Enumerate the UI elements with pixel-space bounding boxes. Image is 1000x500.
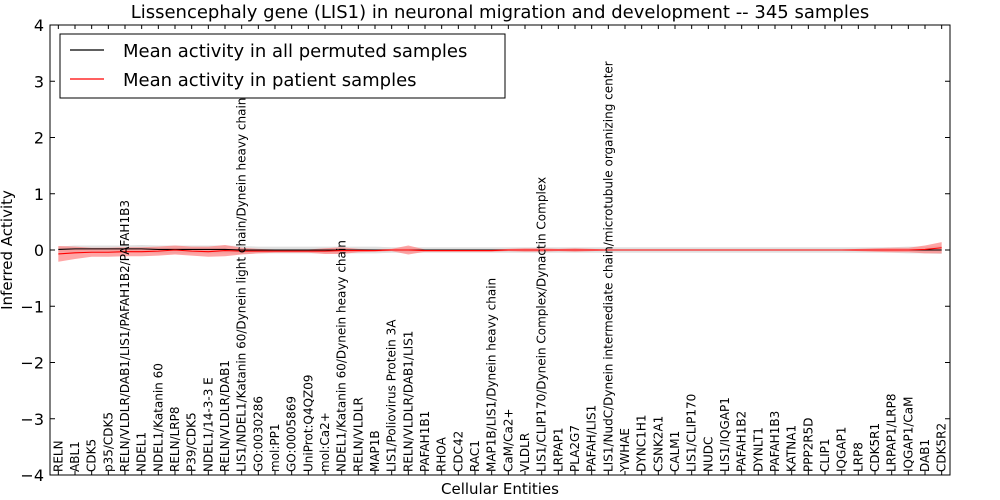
x-tick-label: CSNK2A1 <box>651 416 665 472</box>
x-tick-label: NDEL1/14-3-3 E <box>201 377 215 472</box>
x-tick-label: PAFAH1B2 <box>735 411 749 472</box>
y-tick-label: 2 <box>34 129 44 148</box>
y-tick-label: 1 <box>34 185 44 204</box>
x-tick-label: RELN/VLDLR <box>351 397 365 472</box>
legend-label-patient: Mean activity in patient samples <box>123 70 417 91</box>
series-line-1 <box>58 247 942 255</box>
x-tick-label: PAFAH1B3 <box>768 411 782 472</box>
x-tick-label: PPP2R5D <box>801 417 815 472</box>
x-tick-label: CaM/Ca2+ <box>501 408 515 472</box>
chart-title: Lissencephaly gene (LIS1) in neuronal mi… <box>131 2 870 23</box>
x-tick-label: CDC42 <box>451 431 465 472</box>
x-tick-label: GO:0005869 <box>285 396 299 472</box>
x-tick-label: ABL1 <box>68 441 82 472</box>
legend-label-permuted: Mean activity in all permuted samples <box>123 41 467 62</box>
y-tick-label: −2 <box>20 354 44 373</box>
y-tick-label: 4 <box>34 16 44 35</box>
x-tick-label: LRPAP1/LRP8 <box>885 393 899 472</box>
x-tick-label: LRP8 <box>851 442 865 472</box>
confidence-bands <box>58 242 942 262</box>
x-tick-label: RHOA <box>435 436 449 472</box>
x-tick-label: YWHAE <box>618 428 632 473</box>
x-tick-label: RELN/VLDLR/DAB1/LIS1 <box>401 331 415 472</box>
x-axis-label: Cellular Entities <box>441 480 559 498</box>
x-tick-label: NDEL1/Katanin 60/Dynein heavy chain <box>335 240 349 472</box>
x-tick-label: IQGAP1 <box>835 427 849 472</box>
x-tick-label: CALM1 <box>668 431 682 472</box>
y-tick-label: −1 <box>20 297 44 316</box>
x-tick-label: p35/CDK5 <box>101 412 115 472</box>
y-tick-label: 3 <box>34 72 44 91</box>
x-tick-label: PAFAH/LIS1 <box>585 405 599 472</box>
x-tick-label: KATNA1 <box>785 425 799 472</box>
x-tick-label: LRPAP1 <box>551 427 565 472</box>
x-tick-label: DYNC1H1 <box>635 414 649 472</box>
y-tick-label: 0 <box>34 241 44 260</box>
x-tick-label: LIS1/NudC/Dynein intermediate chain/micr… <box>601 61 615 472</box>
legend: Mean activity in all permuted samples Me… <box>59 33 506 99</box>
y-tick-label: −4 <box>20 466 44 485</box>
x-tick-label: IQGAP1/CaM <box>901 397 915 473</box>
x-tick-label: LIS1/CLIP170 <box>685 394 699 472</box>
x-tick-label: CDK5 <box>85 439 99 472</box>
x-tick-label: NDEL1 <box>135 432 149 472</box>
x-tick-label: VLDLR <box>518 433 532 472</box>
x-tick-label: RELN/LRP8 <box>168 406 182 472</box>
x-tick-label: DYNLT1 <box>751 427 765 472</box>
series-band-1 <box>58 242 942 262</box>
legend-box <box>59 33 506 99</box>
x-tick-label: RELN <box>51 440 65 472</box>
y-axis-label: Inferred Activity <box>0 190 16 310</box>
x-tick-label: PLA2G7 <box>568 425 582 472</box>
x-tick-label: CDK5R1 <box>868 423 882 472</box>
x-tick-label: CDK5R2 <box>935 423 949 472</box>
x-tick-label: RELN/VLDLR/DAB1/LIS1/PAFAH1B2/PAFAH1B3 <box>118 200 132 472</box>
x-tick-label: CLIP1 <box>818 439 832 472</box>
x-tick-label: GO:0030286 <box>251 396 265 472</box>
y-tick-label: −3 <box>20 410 44 429</box>
y-axis-ticks: −4 −3 −2 −1 0 1 2 3 4 <box>20 16 950 485</box>
x-tick-label: LIS1/CLIP170/Dynein Complex/Dynactin Com… <box>535 177 549 472</box>
series-lines <box>58 247 942 255</box>
x-tick-label: MAP1B/LIS1/Dynein heavy chain <box>485 278 499 472</box>
x-tick-label: mol:Ca2+ <box>318 412 332 472</box>
x-tick-label: PAFAH1B1 <box>418 411 432 472</box>
x-tick-label: LIS1/NDEL1/Katanin 60/Dynein light chain… <box>235 98 249 472</box>
x-tick-label: NDEL1/Katanin 60 <box>151 363 165 472</box>
x-tick-label: RELN/VLDLR/DAB1 <box>218 360 232 472</box>
x-tick-label: UniProt:Q4QZ09 <box>301 374 315 472</box>
x-tick-label: LIS1/Poliovirus Protein 3A <box>385 319 399 472</box>
x-tick-label: NUDC <box>701 437 715 472</box>
x-tick-label: mol:PP1 <box>268 423 282 472</box>
x-tick-label: RAC1 <box>468 440 482 472</box>
x-tick-label: P39/CDK5 <box>185 412 199 472</box>
x-tick-label: LIS1/IQGAP1 <box>718 397 732 472</box>
x-tick-label: MAP1B <box>368 430 382 472</box>
x-tick-label: DAB1 <box>918 439 932 472</box>
